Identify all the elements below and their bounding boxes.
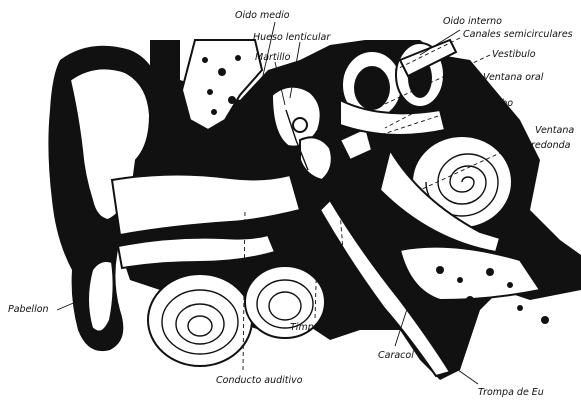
label-pabellon: Pabellon <box>8 304 49 315</box>
label-ventana-redonda-line1: Ventana <box>535 125 574 136</box>
label-estribo: Estribo <box>480 98 513 109</box>
label-ventana-oral: Ventana oral <box>483 72 544 83</box>
label-timpano: Timpano <box>290 322 332 333</box>
label-oido-interno: Oido interno <box>443 16 502 27</box>
label-hueso-lenticular: Hueso lenticular <box>253 32 331 43</box>
label-conducto-auditivo: Conducto auditivo <box>216 375 303 386</box>
label-martillo: Martillo <box>255 52 291 63</box>
label-ventana-redonda-line2: redonda <box>531 140 571 151</box>
label-canales-semicirculares: Canales semicirculares <box>463 29 573 40</box>
label-caracol: Caracol <box>378 350 414 361</box>
label-yunque: yunque <box>341 318 378 329</box>
label-oido-medio: Oido medio <box>235 10 290 21</box>
label-vestibulo: Vestibulo <box>492 49 536 60</box>
label-trompa-de-eu: Trompa de Eu <box>478 387 544 398</box>
